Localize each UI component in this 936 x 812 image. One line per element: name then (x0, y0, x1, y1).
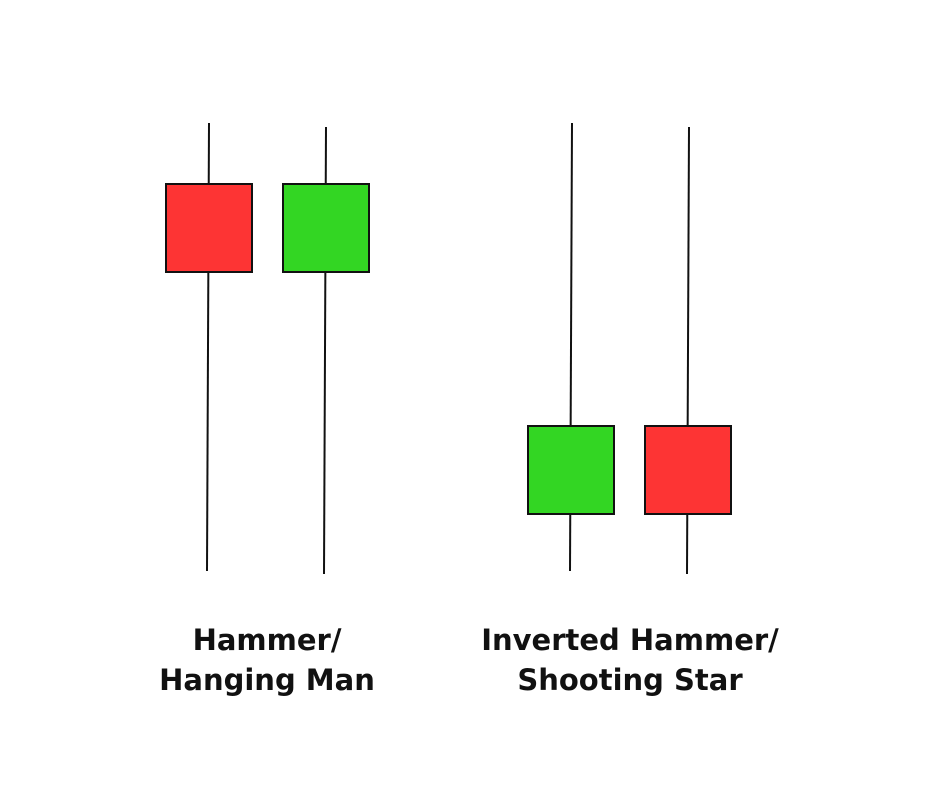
candle-body (644, 425, 732, 515)
caption-hammer-hanging-man: Hammer/ Hanging Man (87, 620, 447, 700)
candle-hammer-bullish (282, 126, 370, 575)
candle-body (165, 183, 253, 273)
candle-hammer-bearish (165, 122, 253, 572)
caption-line: Shooting Star (517, 663, 743, 697)
caption-line: Hanging Man (159, 663, 375, 697)
candle-inverted-hammer-bullish (527, 122, 615, 572)
caption-line: Hammer/ (192, 623, 342, 657)
candle-body (527, 425, 615, 515)
caption-inverted-hammer-shooting-star: Inverted Hammer/ Shooting Star (450, 620, 810, 700)
candle-body (282, 183, 370, 273)
candle-shooting-star-bearish (644, 126, 732, 575)
caption-line: Inverted Hammer/ (481, 623, 779, 657)
